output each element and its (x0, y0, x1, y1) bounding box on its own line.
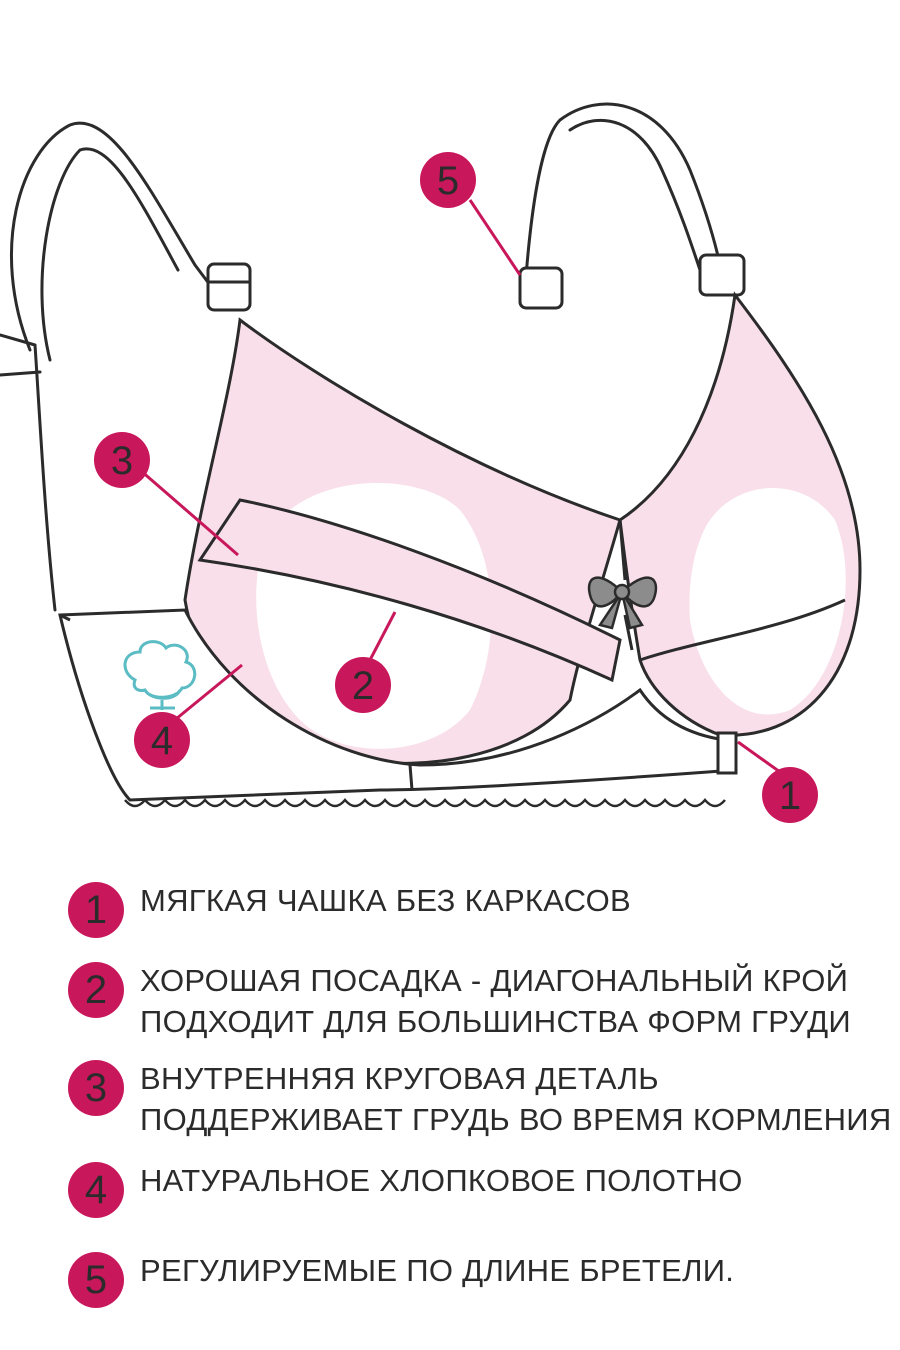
legend-text-1: МЯГКАЯ ЧАШКА БЕЗ КАРКАСОВ (140, 883, 631, 918)
right-strap-slider (518, 266, 564, 310)
lace-edge (124, 798, 726, 808)
marker-2: 2 (335, 657, 391, 713)
right-diagonal (639, 598, 846, 662)
right-strap-clip (698, 253, 746, 297)
legend-item-3: 3 ВНУТРЕННЯЯ КРУГОВАЯ ДЕТАЛЬ ПОДДЕРЖИВАЕ… (68, 1058, 892, 1140)
cotton-flower-icon (123, 640, 197, 710)
legend-item-5: 5 РЕГУЛИРУЕМЫЕ ПО ДЛИНЕ БРЕТЕЛИ. (68, 1250, 734, 1308)
legend-text-2: ХОРОШАЯ ПОСАДКА - ДИАГОНАЛЬНЫЙ КРОЙ ПОДХ… (140, 963, 852, 1039)
under-band (58, 608, 738, 802)
bra-diagram: 1 2 3 4 5 (0, 102, 862, 823)
right-strap (523, 102, 727, 292)
legend-badge-4: 4 (68, 1162, 124, 1218)
svg-text:2: 2 (352, 664, 374, 708)
legend-item-4: 4 НАТУРАЛЬНОЕ ХЛОПКОВОЕ ПОЛОТНО (68, 1160, 743, 1218)
legend-text-4: НАТУРАЛЬНОЕ ХЛОПКОВОЕ ПОЛОТНО (140, 1163, 743, 1198)
legend-badge-1: 1 (68, 882, 124, 938)
leader-2 (368, 611, 397, 661)
bow-icon (587, 576, 658, 630)
marker-4: 4 (134, 712, 190, 768)
leader-1 (737, 740, 781, 774)
leader-3 (139, 468, 239, 557)
leader-5 (468, 199, 522, 276)
legend-badge-3: 3 (68, 1060, 124, 1116)
svg-text:5: 5 (437, 159, 459, 203)
marker-1: 1 (762, 767, 818, 823)
legend-text-3: ВНУТРЕННЯЯ КРУГОВАЯ ДЕТАЛЬ ПОДДЕРЖИВАЕТ … (140, 1061, 892, 1137)
legend-text-5: РЕГУЛИРУЕМЫЕ ПО ДЛИНЕ БРЕТЕЛИ. (140, 1253, 735, 1288)
legend-badge-2: 2 (68, 962, 124, 1018)
marker-3: 3 (94, 432, 150, 488)
hook-tab (716, 731, 738, 775)
svg-text:4: 4 (151, 719, 173, 763)
svg-text:1: 1 (779, 774, 801, 818)
marker-5: 5 (420, 152, 476, 208)
left-strap-slider (206, 262, 252, 312)
svg-text:3: 3 (111, 439, 133, 483)
legend-item-2: 2 ХОРОШАЯ ПОСАДКА - ДИАГОНАЛЬНЫЙ КРОЙ ПО… (68, 960, 851, 1042)
left-strap (10, 121, 212, 362)
legend-badge-5: 5 (68, 1252, 124, 1308)
left-side-band (0, 333, 57, 612)
legend-item-1: 1 МЯГКАЯ ЧАШКА БЕЗ КАРКАСОВ (68, 880, 631, 938)
right-inner-circle (689, 487, 846, 715)
diagonal-panel (197, 498, 622, 683)
